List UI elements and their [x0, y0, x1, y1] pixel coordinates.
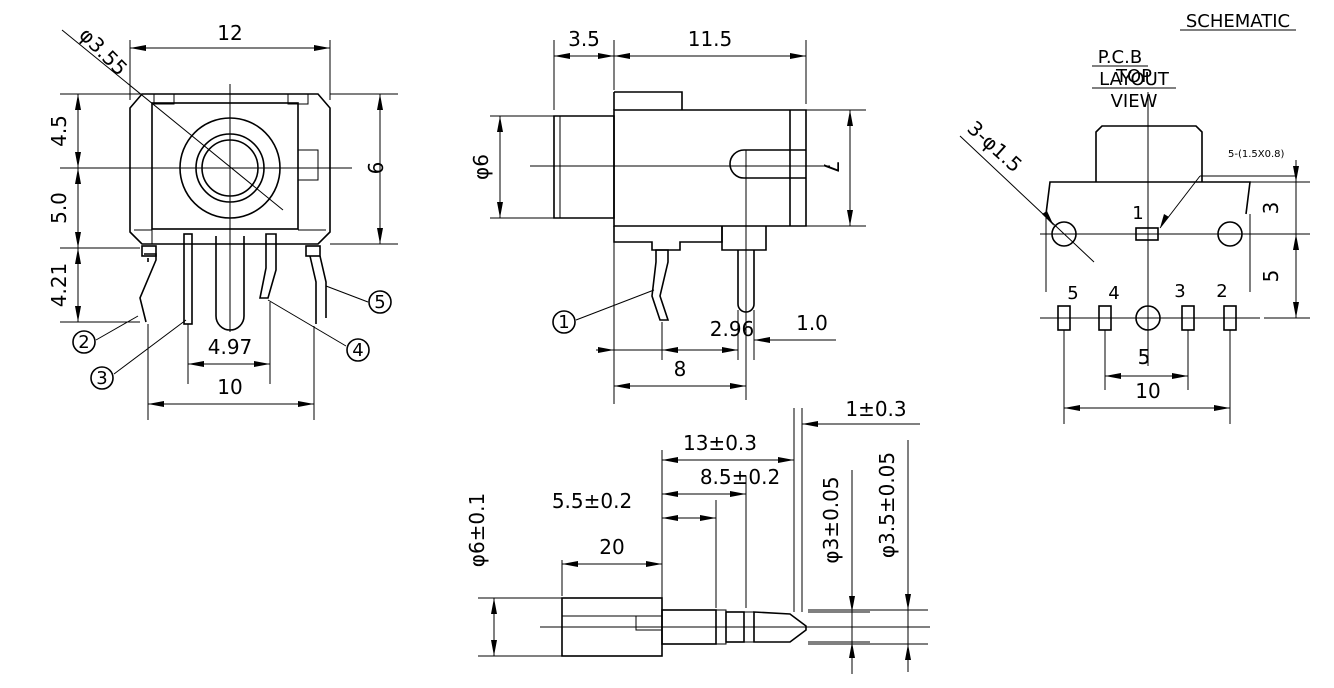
pcb-pads [1040, 227, 1260, 331]
pcb-pin-1: 1 [1132, 203, 1143, 224]
pcb-title: P.C.B [1098, 47, 1142, 68]
dim-tip-len: 1±0.3 [845, 397, 906, 421]
pcb-pin-2: 2 [1216, 281, 1227, 302]
side-body [553, 91, 807, 321]
pcb-dimensions: 3 5 5 10 [1063, 160, 1310, 424]
front-dimensions: 12 φ3.55 4.5 5.0 4.21 9 4.97 [47, 21, 398, 420]
pin-label-5: 5 [374, 292, 385, 313]
pcb-outline [1045, 125, 1251, 292]
dim-ring-len: 8.5±0.2 [700, 465, 780, 489]
dim-h-5-0: 5.0 [47, 192, 71, 224]
dim-pin-10: 10 [217, 375, 242, 399]
dim-barrel-dia: φ6 [469, 154, 493, 180]
pcb-pad-label: 5-(1.5X0.8) [1228, 149, 1285, 160]
dim-pin-1-0: 1.0 [796, 311, 828, 335]
front-pin-callouts: 2 3 4 5 [72, 285, 392, 390]
dim-height-7: 7 [819, 161, 843, 174]
dim-h-4-5: 4.5 [47, 115, 71, 147]
pcb-dim-v-5: 5 [1259, 270, 1283, 283]
side-view: 1 3.5 11.5 φ6 7 [469, 27, 866, 404]
pcb-pin-4: 4 [1108, 283, 1119, 304]
pcb-pin-5: 5 [1067, 283, 1078, 304]
side-dimensions: 3.5 11.5 φ6 7 2.96 1.0 [469, 27, 866, 404]
dim-front-3-5: 3.5 [568, 27, 600, 51]
pcb-layout-label: LAYOUT [1099, 69, 1170, 90]
pcb-dim-v-3: 3 [1259, 202, 1283, 215]
pin-label-1: 1 [558, 312, 569, 333]
dim-hole-dia: φ3.55 [74, 23, 132, 81]
dim-tip-dia: φ3±0.05 [819, 476, 843, 563]
dim-handle-dia: φ6±0.1 [465, 493, 489, 567]
dim-pin-2-96: 2.96 [710, 317, 755, 341]
dim-pin-4-97: 4.97 [208, 335, 253, 359]
schematic-label: SCHEMATIC [1186, 11, 1290, 32]
pcb-pin-3: 3 [1174, 281, 1185, 302]
pcb-dim-h-10: 10 [1135, 379, 1160, 403]
dim-h-4-21: 4.21 [47, 263, 71, 308]
pcb-holes [1040, 92, 1270, 366]
pcb-view: SCHEMATIC P.C.B LAYOUT TOP VIEW [959, 11, 1310, 424]
plug-view: 1±0.3 13±0.3 8.5±0.2 5.5±0.2 20 φ6±0.1 [465, 397, 930, 674]
pcb-hole-label: 3-φ1.5 [963, 116, 1027, 177]
dim-body-11-5: 11.5 [688, 27, 733, 51]
pin-label-2: 2 [78, 332, 89, 353]
front-view: 2 3 4 5 12 φ3.55 [47, 21, 398, 420]
pin-label-3: 3 [96, 368, 107, 389]
pcb-top-label: TOP [1115, 66, 1152, 87]
dim-height-9: 9 [363, 162, 387, 175]
pin-label-4: 4 [352, 340, 363, 361]
front-pins [139, 233, 327, 331]
dim-pin-8: 8 [674, 357, 687, 381]
dim-shaft-dia: φ3.5±0.05 [875, 452, 899, 558]
dim-width-12: 12 [217, 21, 242, 45]
dim-sleeve-len: 5.5±0.2 [552, 489, 632, 513]
dim-total-len: 13±0.3 [683, 431, 757, 455]
pcb-view-label: VIEW [1111, 91, 1158, 112]
front-body [129, 93, 331, 245]
dim-handle-len: 20 [599, 535, 624, 559]
plug-dimensions: 1±0.3 13±0.3 8.5±0.2 5.5±0.2 20 φ6±0.1 [465, 397, 928, 674]
pcb-dim-h-5: 5 [1138, 345, 1151, 369]
